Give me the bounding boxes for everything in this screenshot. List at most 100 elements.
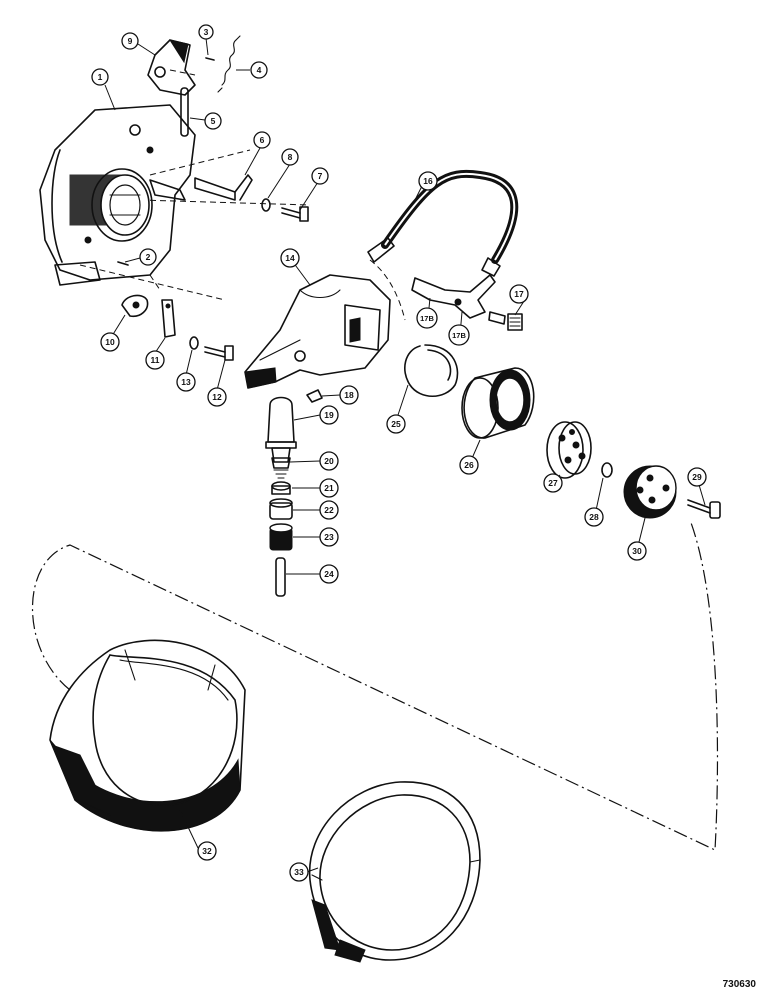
- svg-text:9: 9: [128, 36, 133, 46]
- part-body-19: [265, 396, 297, 463]
- part-spacer-23: [269, 523, 293, 551]
- callout-30: 30: [627, 541, 647, 561]
- part-housing: [39, 104, 196, 286]
- part-fitting-18: [306, 389, 323, 403]
- svg-text:25: 25: [391, 419, 401, 429]
- part-link-11: [161, 299, 176, 338]
- svg-text:28: 28: [589, 512, 599, 522]
- part-lever: [147, 39, 196, 96]
- callout-18: 18: [339, 385, 359, 405]
- svg-text:12: 12: [212, 392, 222, 402]
- callout-12: 12: [207, 387, 227, 407]
- figure-number: 730630: [722, 979, 756, 990]
- svg-text:7: 7: [318, 171, 323, 181]
- part-seal-22: [269, 498, 293, 520]
- callout-26: 26: [459, 455, 479, 475]
- callout-32: 32: [197, 841, 217, 861]
- part-shaft: [194, 174, 253, 201]
- svg-text:21: 21: [324, 483, 334, 493]
- svg-text:19: 19: [324, 410, 334, 420]
- callout-2: 2: [139, 248, 157, 266]
- svg-text:24: 24: [324, 569, 334, 579]
- callout-20: 20: [319, 451, 339, 471]
- callout-10: 10: [100, 332, 120, 352]
- callout-3: 3: [198, 24, 214, 40]
- callout-27: 27: [543, 473, 563, 493]
- callout-4: 4: [250, 61, 268, 79]
- callout-29: 29: [687, 467, 707, 487]
- part-bolt-7: [281, 206, 309, 222]
- callout-25: 25: [386, 414, 406, 434]
- part-disc: [546, 421, 592, 479]
- callout-23: 23: [319, 527, 339, 547]
- svg-text:26: 26: [464, 460, 474, 470]
- callout-24: 24: [319, 564, 339, 584]
- svg-text:11: 11: [151, 355, 160, 365]
- part-small-pin: [205, 57, 215, 61]
- callout-17: 17: [509, 284, 529, 304]
- svg-text:16: 16: [423, 176, 433, 186]
- svg-text:23: 23: [324, 532, 334, 542]
- svg-text:13: 13: [181, 377, 191, 387]
- part-fitting-17: [488, 311, 523, 331]
- callout-1: 1: [91, 68, 109, 86]
- part-spring: [217, 35, 241, 93]
- callout-9: 9: [121, 32, 139, 50]
- svg-text:17B: 17B: [420, 314, 434, 323]
- part-hose: [367, 169, 519, 277]
- svg-text:5: 5: [211, 116, 216, 126]
- part-drum: [49, 639, 246, 832]
- part-ring-21: [271, 481, 291, 495]
- svg-text:6: 6: [260, 135, 265, 145]
- part-snap-ring: [404, 344, 459, 398]
- part-bolt-12: [204, 345, 234, 361]
- svg-text:14: 14: [285, 253, 295, 263]
- svg-text:17: 17: [514, 289, 524, 299]
- svg-text:17B: 17B: [452, 331, 466, 340]
- svg-text:10: 10: [105, 337, 115, 347]
- callout-22: 22: [319, 500, 339, 520]
- svg-text:18: 18: [344, 390, 354, 400]
- part-valve-20: [271, 457, 291, 479]
- part-bearing: [461, 367, 535, 439]
- callout-11: 11: [145, 350, 165, 370]
- callout-19: 19: [319, 405, 339, 425]
- alignment-lines: [32, 69, 719, 851]
- part-washer-8: [261, 198, 271, 212]
- leader-lines: [104, 37, 706, 873]
- callout-28: 28: [584, 507, 604, 527]
- svg-text:20: 20: [324, 456, 334, 466]
- part-pin-2: [117, 261, 129, 266]
- callout-6: 6: [253, 131, 271, 149]
- svg-text:2: 2: [146, 252, 151, 262]
- svg-text:1: 1: [98, 72, 103, 82]
- svg-text:27: 27: [548, 478, 558, 488]
- svg-text:33: 33: [294, 867, 304, 877]
- callout-14: 14: [280, 248, 300, 268]
- callout-7: 7: [311, 167, 329, 185]
- part-fitting-tee: [411, 274, 496, 319]
- part-arm: [244, 274, 391, 389]
- callout-17b-right: 17B: [448, 324, 470, 346]
- svg-text:32: 32: [202, 846, 212, 856]
- part-o-ring: [601, 462, 613, 478]
- svg-text:30: 30: [632, 546, 642, 556]
- part-pin-24: [275, 557, 286, 597]
- svg-text:29: 29: [692, 472, 702, 482]
- callout-33: 33: [289, 862, 309, 882]
- part-washer-13: [189, 336, 199, 350]
- callout-21: 21: [319, 478, 339, 498]
- svg-text:22: 22: [324, 505, 334, 515]
- part-retainer: [623, 465, 677, 519]
- part-pin: [180, 87, 189, 137]
- svg-text:3: 3: [204, 27, 209, 37]
- part-plate-10: [121, 294, 149, 318]
- callout-17b-left: 17B: [416, 307, 438, 329]
- part-band: [308, 781, 481, 963]
- svg-text:4: 4: [257, 65, 262, 75]
- callout-16: 16: [418, 171, 438, 191]
- part-screw: [687, 499, 721, 519]
- svg-text:8: 8: [288, 152, 293, 162]
- callout-8: 8: [281, 148, 299, 166]
